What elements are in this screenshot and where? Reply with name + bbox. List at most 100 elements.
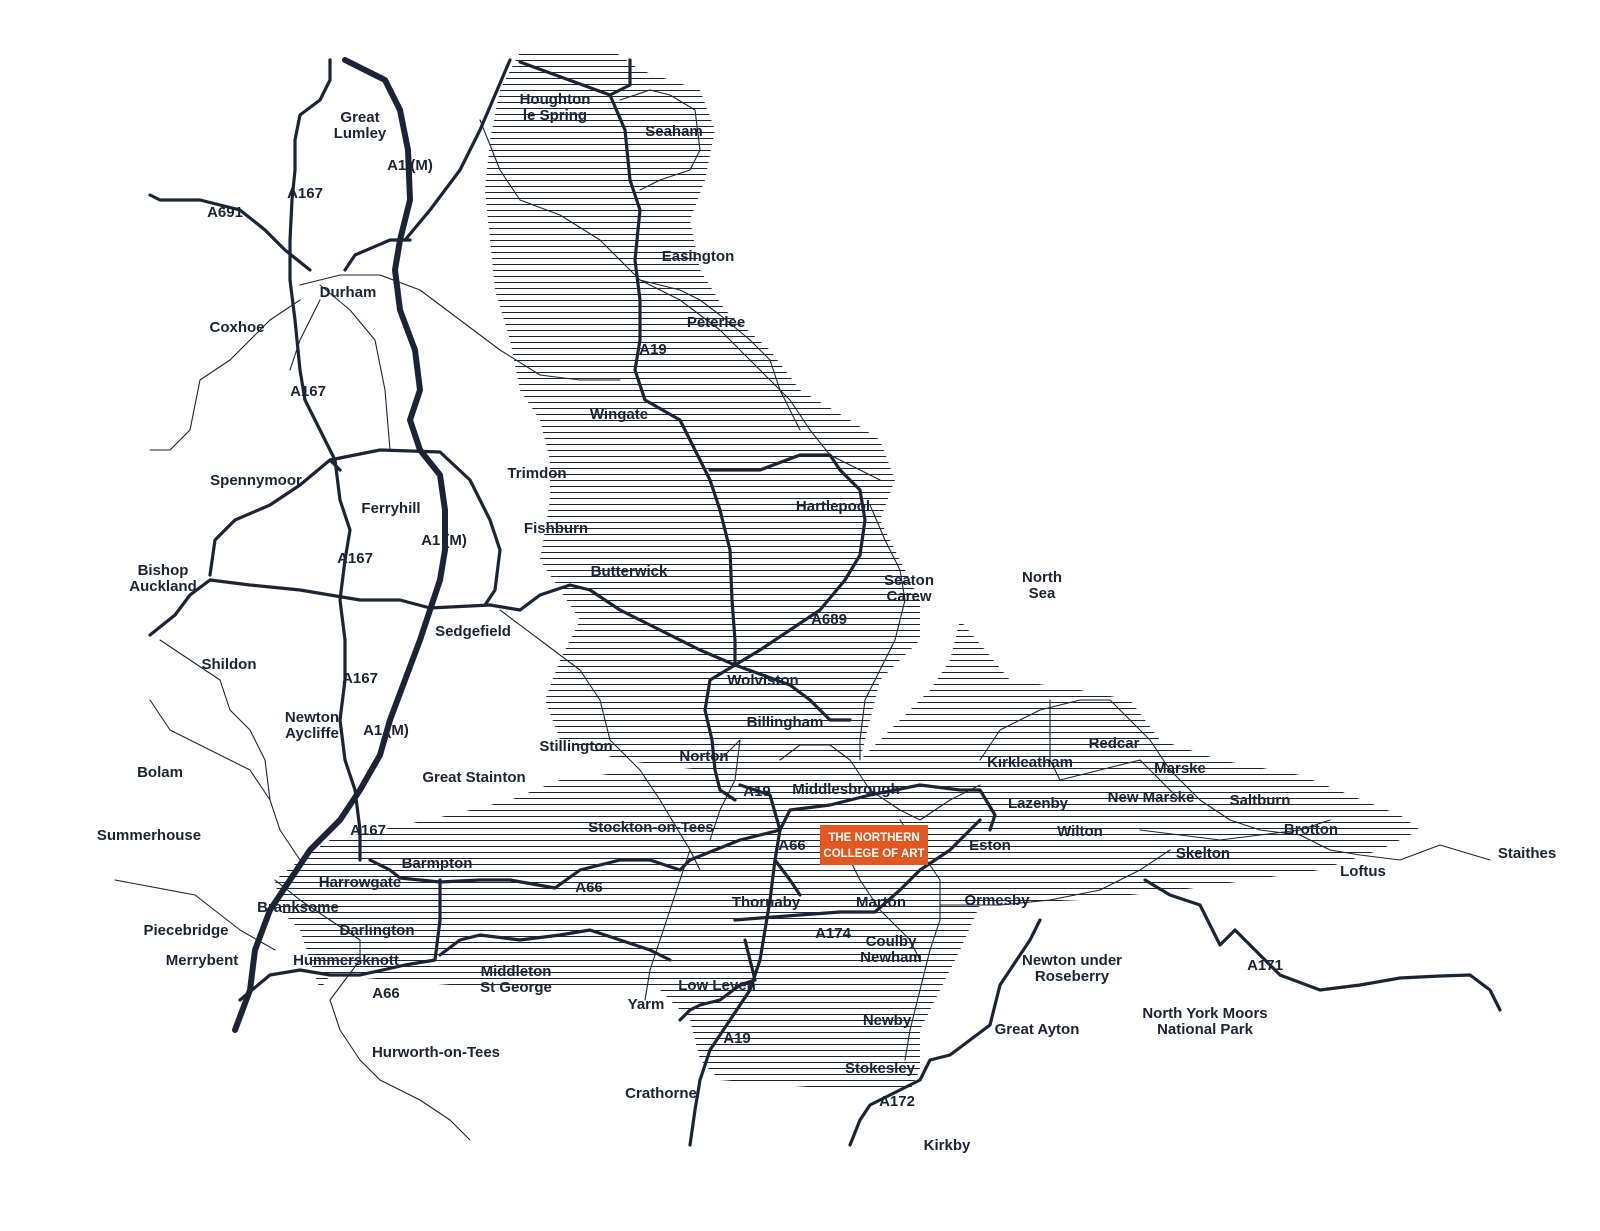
- place-label-a167-mid: A167: [290, 383, 326, 400]
- place-label-great-stainton-line-1: Great Stainton: [422, 769, 525, 786]
- place-label-newton-aycliffe-line-2: Aycliffe: [285, 725, 339, 742]
- place-label-a1m-north-line-1: A1 (M): [387, 157, 433, 174]
- place-label-north-york-moors-line-1: North York Moors: [1142, 1005, 1267, 1022]
- place-label-coulby-newham-line-1: Coulby: [866, 933, 917, 950]
- place-label-merrybent-line-1: Merrybent: [166, 952, 239, 969]
- road-minor-houghton: [479, 119, 881, 481]
- place-label-seaham: Seaham: [645, 123, 703, 140]
- place-label-a174-line-1: A174: [815, 925, 852, 942]
- place-label-wolviston-line-1: Wolviston: [727, 672, 798, 689]
- place-label-marton-line-1: Marton: [856, 894, 906, 911]
- place-label-a167-darl: A167: [350, 822, 386, 839]
- place-label-bishop-auckland-line-1: Bishop: [138, 562, 189, 579]
- place-label-stokesley: Stokesley: [845, 1060, 916, 1077]
- place-label-great-lumley-line-2: Lumley: [334, 125, 387, 142]
- place-label-ormesby-line-1: Ormesby: [964, 892, 1030, 909]
- place-label-hartlepool-line-1: Hartlepool: [796, 498, 870, 515]
- place-label-hurworth-line-1: Hurworth-on-Tees: [372, 1044, 500, 1061]
- road-minor-peterlee: [639, 279, 801, 431]
- place-label-a1m-south: A1 (M): [363, 722, 409, 739]
- place-label-eston: Eston: [969, 837, 1011, 854]
- hatched-region-north: [485, 52, 920, 770]
- place-label-a167-ferry: A167: [337, 550, 373, 567]
- place-label-butterwick-line-1: Butterwick: [591, 563, 668, 580]
- place-label-a66-mid: A66: [575, 879, 603, 896]
- place-label-skelton-line-1: Skelton: [1176, 845, 1230, 862]
- college-marker-box[interactable]: [820, 825, 928, 865]
- place-label-coxhoe-line-1: Coxhoe: [209, 319, 264, 336]
- place-label-kirkleatham-line-1: Kirkleatham: [987, 754, 1073, 771]
- place-label-barmpton-line-1: Barmpton: [402, 855, 473, 872]
- place-label-stillington: Stillington: [539, 738, 612, 755]
- place-label-durham: Durham: [320, 284, 377, 301]
- road-minor-kirkleatham: [1049, 699, 1181, 801]
- place-label-ormesby: Ormesby: [964, 892, 1030, 909]
- place-label-summerhouse: Summerhouse: [97, 827, 201, 844]
- place-label-bolam: Bolam: [137, 764, 183, 781]
- place-label-norton-line-1: Norton: [679, 748, 728, 765]
- road-thornaby-link: [773, 858, 802, 897]
- road-minor-skelton: [1139, 819, 1331, 841]
- road-a691: [148, 193, 312, 272]
- place-label-seaham-line-1: Seaham: [645, 123, 703, 140]
- place-label-great-stainton: Great Stainton: [422, 769, 525, 786]
- place-label-loftus-line-1: Loftus: [1340, 863, 1386, 880]
- place-label-a167-darl-line-1: A167: [350, 822, 386, 839]
- place-label-branksome-line-1: Branksome: [257, 899, 339, 916]
- place-label-spennymoor-line-1: Spennymoor: [210, 472, 302, 489]
- place-label-a167-north-line-1: A167: [287, 185, 323, 202]
- road-minor-darlington: [274, 879, 471, 1141]
- road-middleton: [438, 928, 672, 962]
- place-label-a1m-mid: A1 (M): [421, 532, 467, 549]
- place-label-a1m-north: A1 (M): [387, 157, 433, 174]
- place-label-houghton-line-1: Houghton: [520, 91, 591, 108]
- place-label-a66-west-line-1: A66: [372, 985, 400, 1002]
- place-label-fishburn-line-1: Fishburn: [524, 520, 588, 537]
- place-label-a172: A172: [879, 1093, 915, 1110]
- place-label-hummersknott: Hummersknott: [293, 952, 399, 969]
- place-label-wilton-line-1: Wilton: [1057, 823, 1103, 840]
- place-label-spennymoor: Spennymoor: [210, 472, 302, 489]
- college-marker[interactable]: THE NORTHERN COLLEGE OF ART: [820, 825, 928, 865]
- road-a66-darlington: [238, 878, 442, 1002]
- place-label-skelton: Skelton: [1176, 845, 1230, 862]
- place-label-marske: Marske: [1154, 760, 1206, 777]
- road-a66-east: [778, 783, 997, 832]
- place-label-crathorne-line-1: Crathorne: [625, 1085, 697, 1102]
- road-minor-sedgefield-south: [499, 609, 701, 871]
- place-label-a66-west: A66: [372, 985, 400, 1002]
- place-label-fishburn: Fishburn: [524, 520, 588, 537]
- place-label-a167-ferry-line-1: A167: [337, 550, 373, 567]
- place-label-crathorne: Crathorne: [625, 1085, 697, 1102]
- place-label-a1m-south-line-1: A1 (M): [363, 722, 409, 739]
- road-a66-west: [368, 828, 782, 890]
- place-label-a171-line-1: A171: [1247, 957, 1283, 974]
- place-label-sedgefield-line-1: Sedgefield: [435, 623, 511, 640]
- place-label-butterwick: Butterwick: [591, 563, 668, 580]
- place-label-stillington-line-1: Stillington: [539, 738, 612, 755]
- road-minor-shildon: [159, 639, 301, 861]
- place-label-loftus: Loftus: [1340, 863, 1386, 880]
- place-label-great-ayton-line-1: Great Ayton: [995, 1021, 1080, 1038]
- road-minor-stockton: [709, 739, 741, 841]
- place-label-norton: Norton: [679, 748, 728, 765]
- road-minor-yarm: [644, 849, 691, 1001]
- place-label-summerhouse-line-1: Summerhouse: [97, 827, 201, 844]
- road-spennymoor-loop: [208, 448, 502, 607]
- place-label-hartlepool: Hartlepool: [796, 498, 870, 515]
- place-label-brotton: Brotton: [1284, 821, 1338, 838]
- place-label-low-leven-line-1: Low Leven: [678, 977, 756, 994]
- road-a172: [848, 918, 1042, 1147]
- place-label-newton-roseberry-line-1: Newton under: [1022, 952, 1122, 969]
- place-label-trimdon-line-1: Trimdon: [507, 465, 566, 482]
- place-label-brotton-line-1: Brotton: [1284, 821, 1338, 838]
- place-label-a691: A691: [207, 204, 243, 221]
- road-a174: [733, 818, 982, 922]
- place-label-shildon-line-1: Shildon: [202, 656, 257, 673]
- place-label-durham-line-1: Durham: [320, 284, 377, 301]
